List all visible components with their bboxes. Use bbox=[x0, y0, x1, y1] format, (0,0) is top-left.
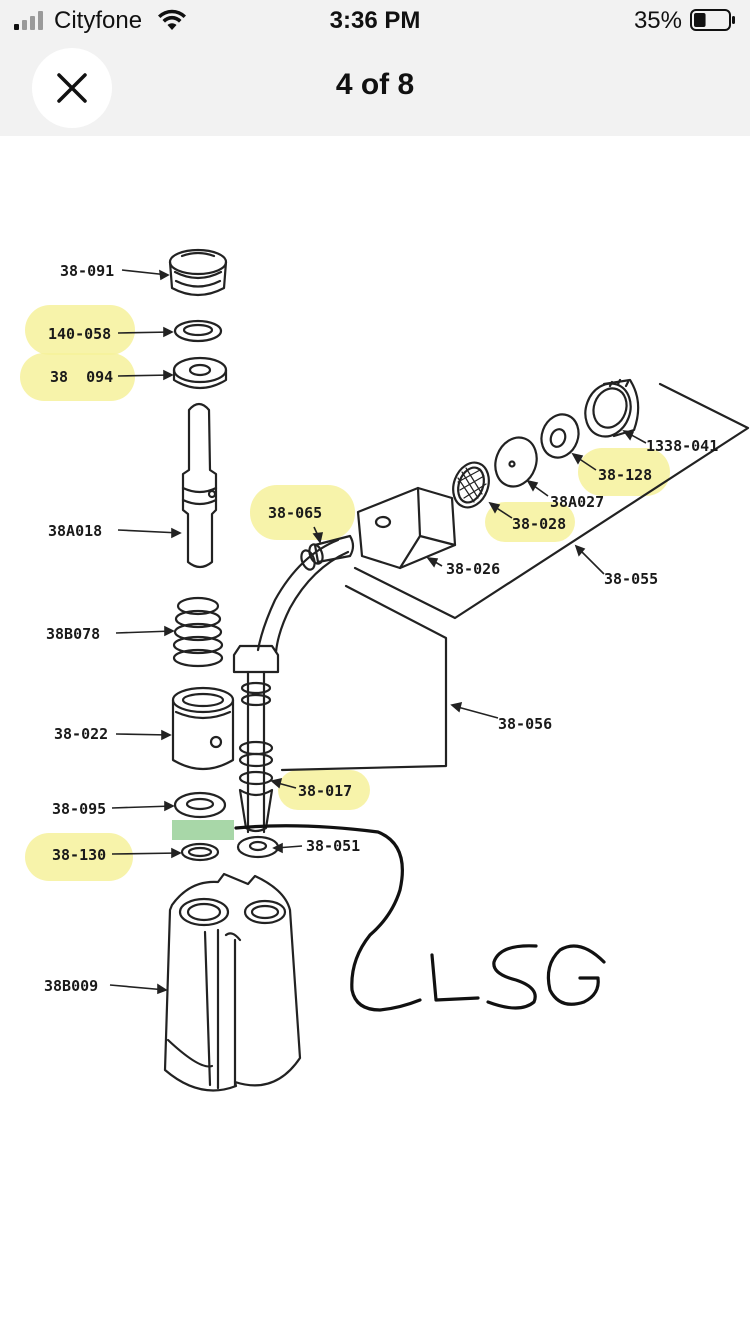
part-38-091 bbox=[168, 248, 228, 297]
label-38A018: 38A018 bbox=[48, 522, 102, 540]
label-38-056: 38-056 bbox=[498, 715, 552, 733]
part-38-026 bbox=[356, 486, 457, 570]
label-38A027: 38A027 bbox=[550, 493, 604, 511]
highlighter-marks bbox=[20, 305, 670, 881]
label-38-094: 38 094 bbox=[50, 368, 113, 386]
part-1338-041 bbox=[584, 378, 640, 438]
exploded-parts-diagram: 38-091 140-058 38 094 38A018 38B078 38-0… bbox=[20, 248, 750, 1092]
label-38-051: 38-051 bbox=[306, 837, 360, 855]
part-38-094 bbox=[172, 356, 228, 390]
part-tube-assembly bbox=[232, 534, 355, 834]
battery-percent: 35% bbox=[633, 7, 682, 34]
bracket-38-055 bbox=[353, 382, 750, 620]
part-38-028 bbox=[452, 461, 490, 509]
label-38-017: 38-017 bbox=[298, 782, 352, 800]
clock-time: 3:36 PM bbox=[329, 7, 421, 34]
bracket-38-056 bbox=[280, 584, 448, 772]
part-38-051 bbox=[236, 835, 280, 859]
label-38B009: 38B009 bbox=[44, 977, 98, 995]
part-labels: 38-091 140-058 38 094 38A018 38B078 38-0… bbox=[44, 262, 718, 995]
green-marker bbox=[172, 820, 234, 840]
close-icon bbox=[57, 73, 87, 103]
battery-icon bbox=[690, 9, 735, 31]
carrier-name: Cityfone bbox=[54, 7, 143, 34]
label-38-095: 38-095 bbox=[52, 800, 106, 818]
part-38-130 bbox=[180, 842, 220, 862]
label-140-058: 140-058 bbox=[48, 325, 111, 343]
part-140-058 bbox=[173, 319, 223, 343]
part-38B009 bbox=[163, 872, 302, 1092]
wifi-icon bbox=[158, 9, 186, 30]
label-38B078: 38B078 bbox=[46, 625, 100, 643]
parts-diagram-image[interactable]: 38-091 140-058 38 094 38A018 38B078 38-0… bbox=[0, 136, 750, 1334]
battery-level-fill bbox=[694, 13, 706, 27]
handwritten-annotation bbox=[234, 824, 606, 1012]
signal-icon bbox=[14, 11, 43, 30]
leader-arrows bbox=[109, 269, 647, 995]
part-38-022 bbox=[171, 686, 235, 770]
label-38-028: 38-028 bbox=[512, 515, 566, 533]
label-38-130: 38-130 bbox=[52, 846, 106, 864]
part-38B078 bbox=[172, 596, 224, 668]
label-38-128: 38-128 bbox=[598, 466, 652, 484]
close-button[interactable] bbox=[32, 48, 112, 128]
label-38-055: 38-055 bbox=[604, 570, 658, 588]
part-38-095 bbox=[173, 791, 227, 819]
status-bar: Cityfone 3:36 PM 35% bbox=[0, 0, 750, 40]
label-38-026: 38-026 bbox=[446, 560, 500, 578]
viewer-header: 4 of 8 bbox=[0, 40, 750, 136]
label-38-091: 38-091 bbox=[60, 262, 114, 280]
part-38-128 bbox=[540, 413, 580, 459]
part-38A018 bbox=[181, 402, 218, 569]
label-38-022: 38-022 bbox=[54, 725, 108, 743]
label-38-065: 38-065 bbox=[268, 504, 322, 522]
page-counter: 4 of 8 bbox=[335, 68, 415, 101]
label-1338-041: 1338-041 bbox=[646, 437, 718, 455]
part-38A027 bbox=[494, 436, 538, 488]
